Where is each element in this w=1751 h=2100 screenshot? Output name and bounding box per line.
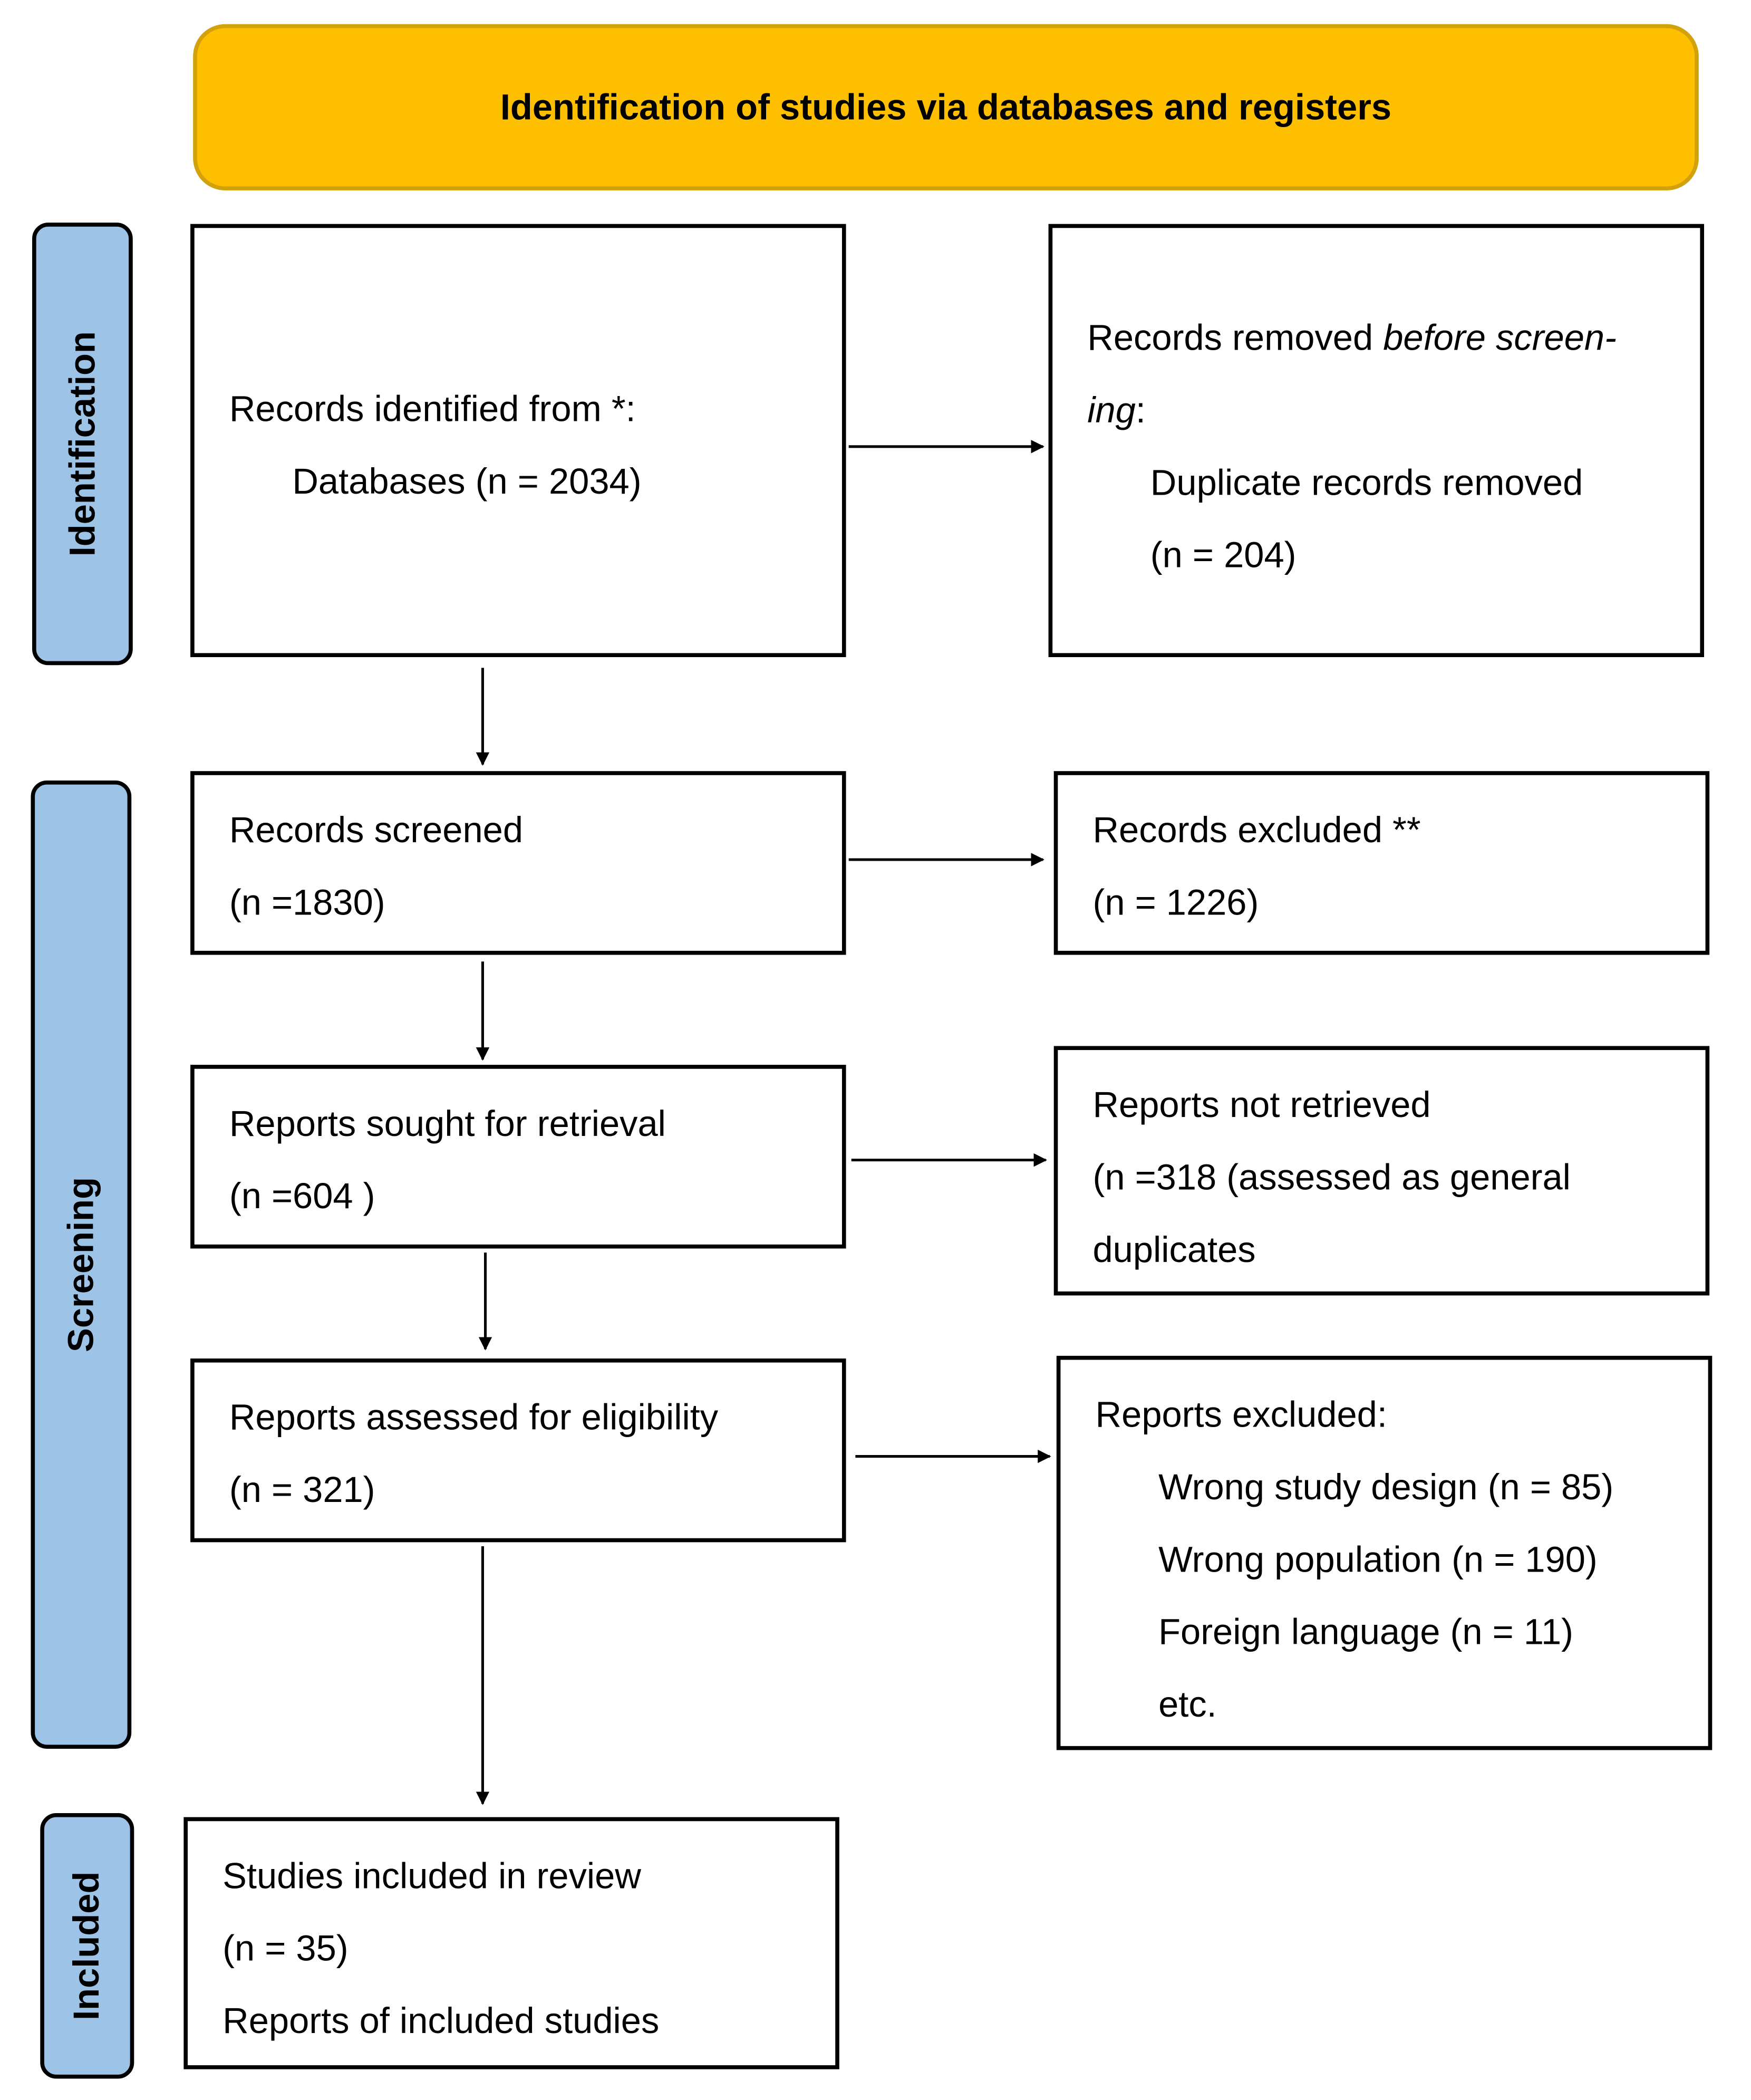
reports-excluded-line4: Foreign language (n = 11) bbox=[1158, 1612, 1574, 1652]
records-excluded-line2: (n = 1226) bbox=[1092, 882, 1259, 923]
studies-included-line1: Studies included in review bbox=[222, 1856, 641, 1896]
reports-excluded-line2: Wrong study design (n = 85) bbox=[1158, 1467, 1614, 1508]
records-excluded-box: Records excluded ** (n = 1226) bbox=[1053, 771, 1710, 955]
records-removed-line1-prefix: Records removed bbox=[1087, 317, 1384, 358]
reports-excluded-line1: Reports excluded: bbox=[1095, 1394, 1387, 1435]
records-excluded-line1: Records excluded ** bbox=[1092, 810, 1421, 851]
records-removed-line2-italic: ing bbox=[1087, 390, 1136, 431]
phase-included: Included bbox=[40, 1813, 134, 2079]
records-removed-line4: (n = 204) bbox=[1150, 535, 1297, 575]
studies-included-box: Studies included in review (n = 35) Repo… bbox=[183, 1817, 839, 2069]
reports-not-retrieved-box: Reports not retrieved (n =318 (assessed … bbox=[1053, 1046, 1710, 1296]
records-identified-line1: Records identified from *: bbox=[229, 389, 636, 429]
records-identified-line2: Databases (n = 2034) bbox=[292, 461, 642, 502]
reports-assessed-line2: (n = 321) bbox=[229, 1470, 375, 1510]
records-screened-box: Records screened (n =1830) bbox=[190, 771, 846, 955]
studies-included-line3: Reports of included studies bbox=[222, 2001, 660, 2041]
phase-identification: Identification bbox=[32, 223, 133, 666]
records-removed-line1: Records removed before screen- bbox=[1087, 302, 1700, 374]
header-banner: Identification of studies via databases … bbox=[193, 24, 1699, 191]
reports-sought-line2: (n =604 ) bbox=[229, 1176, 375, 1217]
reports-assessed-box: Reports assessed for eligibility (n = 32… bbox=[190, 1358, 846, 1543]
studies-included-line2: (n = 35) bbox=[222, 1928, 349, 1969]
records-removed-line1-italic: before screen- bbox=[1383, 317, 1617, 358]
reports-excluded-box: Reports excluded: Wrong study design (n … bbox=[1056, 1355, 1713, 1750]
records-removed-line2-suffix: : bbox=[1135, 390, 1146, 431]
header-title: Identification of studies via databases … bbox=[500, 86, 1392, 127]
phase-screening: Screening bbox=[31, 780, 132, 1749]
reports-not-retrieved-line2: (n =318 (assessed as general bbox=[1092, 1157, 1571, 1198]
reports-assessed-line1: Reports assessed for eligibility bbox=[229, 1397, 719, 1438]
reports-sought-box: Reports sought for retrieval (n =604 ) bbox=[190, 1065, 846, 1249]
reports-not-retrieved-line3: duplicates bbox=[1092, 1229, 1256, 1270]
records-removed-line3: Duplicate records removed bbox=[1150, 463, 1583, 503]
records-removed-line2: ing: bbox=[1087, 374, 1700, 446]
reports-excluded-line3: Wrong population (n = 190) bbox=[1158, 1539, 1598, 1580]
records-identified-box: Records identified from *: Databases (n … bbox=[190, 224, 846, 658]
reports-not-retrieved-line1: Reports not retrieved bbox=[1092, 1085, 1431, 1125]
records-removed-box: Records removed before screen- ing: Dupl… bbox=[1048, 224, 1705, 658]
reports-sought-line1: Reports sought for retrieval bbox=[229, 1103, 666, 1144]
records-screened-line2: (n =1830) bbox=[229, 882, 385, 923]
records-screened-line1: Records screened bbox=[229, 810, 524, 851]
reports-excluded-line5: etc. bbox=[1158, 1684, 1217, 1725]
